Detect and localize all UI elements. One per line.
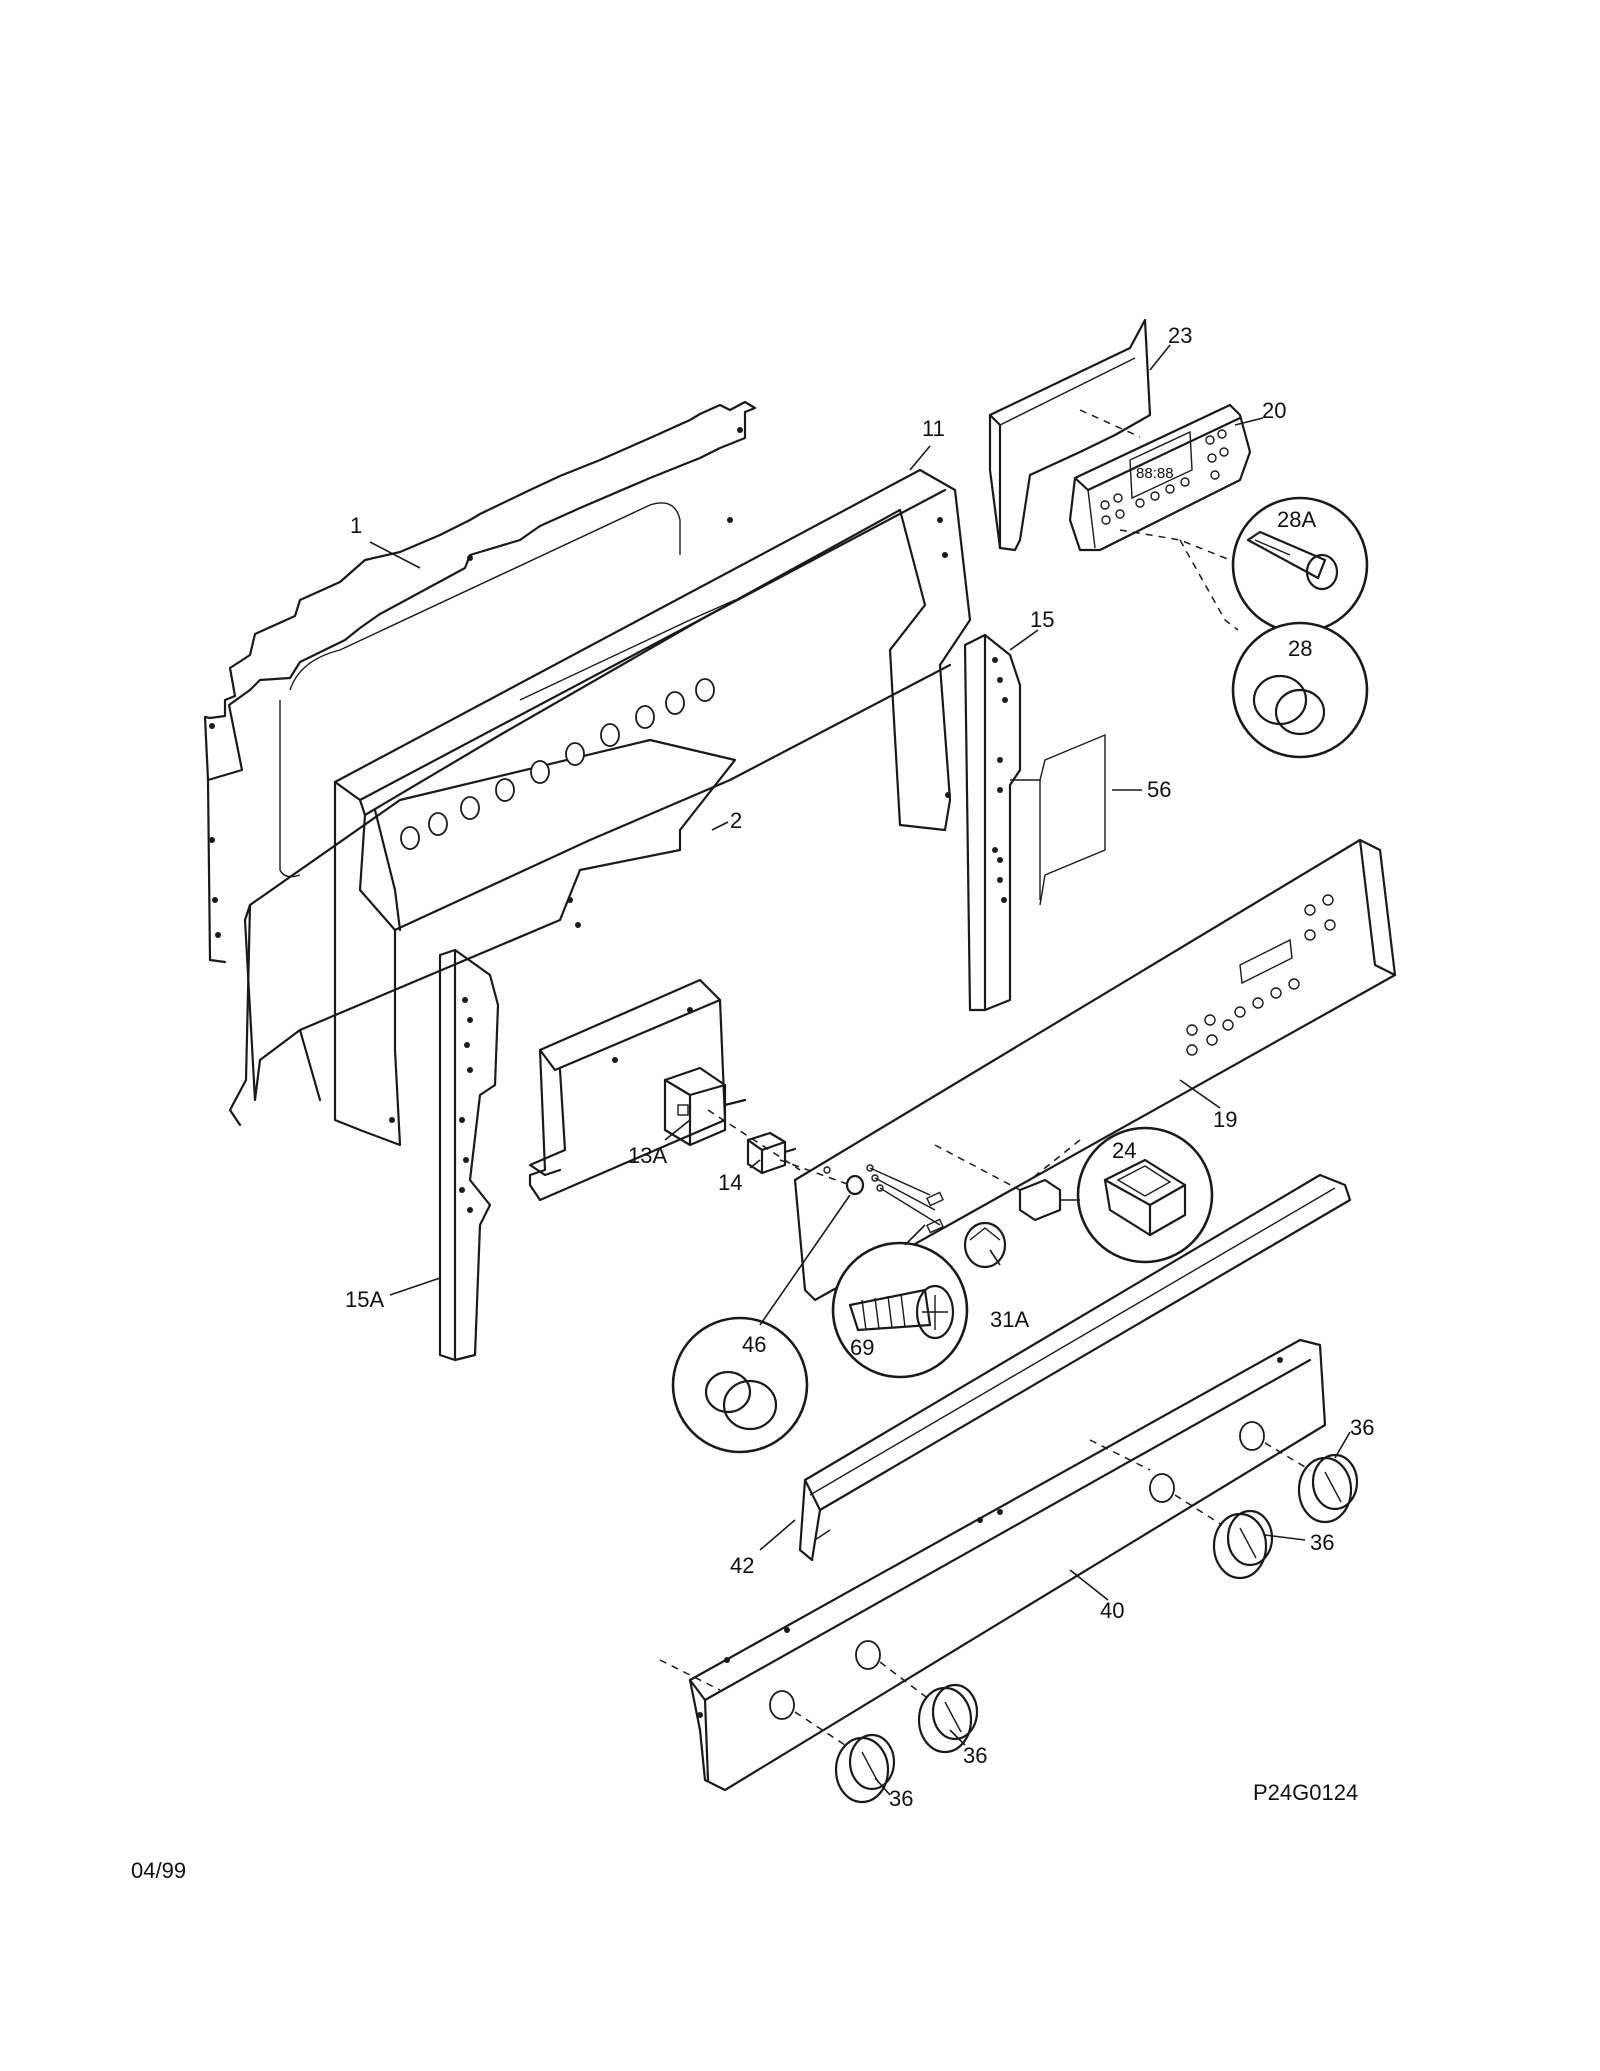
callout-28: 28 [1288,636,1312,661]
callout-36-b: 36 [1310,1530,1334,1555]
part-42-trim-rail [798,1173,1352,1562]
callout-36-d: 36 [889,1786,913,1811]
rocker-switch-14 [746,1131,797,1175]
selector-switch-13a [663,1066,747,1147]
callout-14: 14 [718,1170,742,1195]
callout-69: 69 [850,1335,874,1360]
part-15-right-bracket [963,633,1106,1012]
zoom-46-end-cap [671,1316,809,1454]
callout-46: 46 [742,1332,766,1357]
callout-19: 19 [1213,1107,1237,1132]
zoom-69-screw [831,1241,969,1379]
callout-13a: 13A [628,1143,667,1168]
callout-36-c: 36 [963,1743,987,1768]
control-knob-36-c [1212,1509,1274,1580]
drawing-id: P24G0124 [1253,1780,1359,1805]
leader-lines [369,344,1351,1796]
callout-labels: 1 2 11 13A 14 15 15A 19 20 23 24 28 28A … [345,323,1374,1811]
callout-2: 2 [730,808,742,833]
part-40-manifold-panel [688,1338,1327,1792]
part-20-oven-control-board: 88:88 [1068,403,1252,552]
callout-31a: 31A [990,1307,1029,1332]
zoom-24-rocker-switch [1076,1126,1214,1264]
callout-42: 42 [730,1553,754,1578]
callout-56: 56 [1147,777,1171,802]
part-15a-left-bracket [438,948,500,1362]
callout-36-a: 36 [1350,1415,1374,1440]
part-56-rear-cover [528,978,727,1202]
callout-24: 24 [1112,1138,1136,1163]
part-1-back-panel [203,400,757,964]
revision-date: 04/99 [131,1858,187,1883]
callout-15a: 15A [345,1287,384,1312]
callout-1: 1 [350,513,362,538]
part-23-control-shield [988,318,1152,552]
zoom-28-knob-cap [1231,621,1369,759]
rocker-switch-small [1018,1178,1080,1222]
callout-40: 40 [1100,1598,1124,1623]
callout-11: 11 [922,416,945,441]
callout-23: 23 [1168,323,1192,348]
part-11-console-frame [333,468,972,1147]
panel-fasteners [823,1164,1007,1269]
control-knob-36-a [834,1733,896,1804]
control-knob-36-b [917,1683,979,1754]
control-knob-36-d [1297,1453,1359,1524]
callout-28a: 28A [1277,507,1316,532]
svg-text:88:88: 88:88 [1136,465,1174,482]
part-19-control-panel [793,838,1397,1302]
callout-15: 15 [1030,607,1054,632]
callout-20: 20 [1262,398,1286,423]
part-2-baffle [228,738,737,1127]
